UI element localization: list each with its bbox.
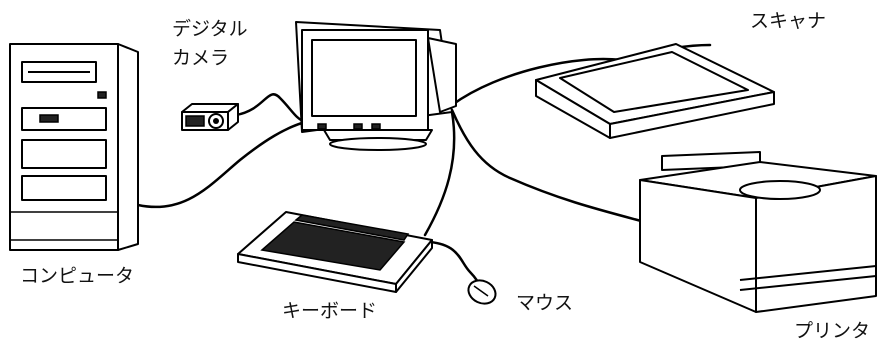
- label-computer: コンピュータ: [20, 263, 134, 289]
- cable-computer-monitor: [138, 122, 305, 207]
- computer-tower-icon: [10, 44, 138, 250]
- keyboard-icon: [238, 212, 432, 292]
- label-camera-line2: カメラ: [172, 45, 229, 71]
- printer-icon: [640, 152, 876, 312]
- label-mouse: マウス: [516, 290, 573, 316]
- cable-keyboard-mouse: [430, 242, 482, 286]
- scanner-icon: [536, 44, 774, 138]
- label-scanner: スキャナ: [750, 8, 826, 34]
- label-printer: プリンタ: [794, 318, 870, 344]
- digital-camera-icon: [182, 104, 238, 130]
- crt-monitor-icon: [296, 22, 456, 150]
- label-camera-line1: デジタル: [172, 16, 248, 42]
- label-keyboard: キーボード: [282, 298, 377, 324]
- cable-camera-monitor: [236, 94, 305, 122]
- mouse-icon: [465, 276, 500, 308]
